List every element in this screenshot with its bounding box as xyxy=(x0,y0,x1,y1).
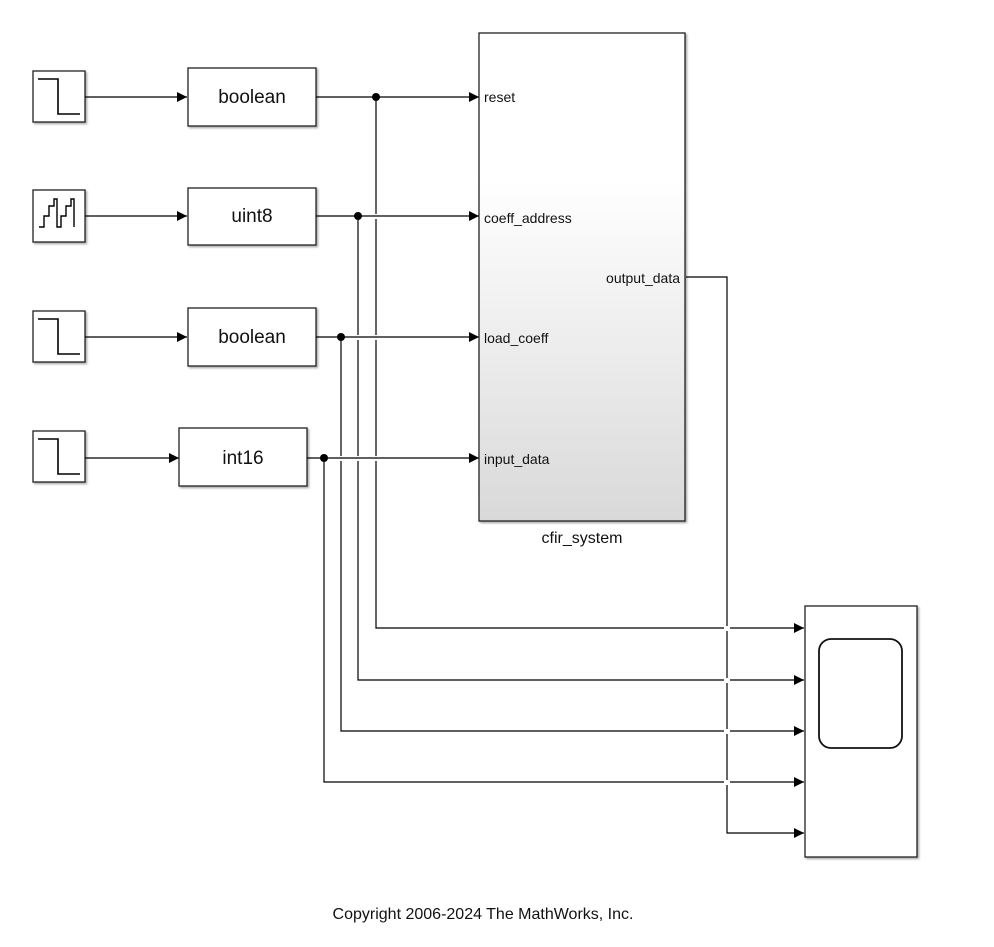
branch-input-data-to-scope[interactable] xyxy=(323,458,804,787)
output-port-output-data: output_data xyxy=(606,270,680,286)
convert-block-int16[interactable]: int16 xyxy=(178,427,308,487)
input-port-input-data: input_data xyxy=(484,451,550,467)
subsystem-cfir-system[interactable]: reset coeff_address load_coeff input_dat… xyxy=(478,32,686,522)
scope-icon xyxy=(818,638,903,749)
scope-block[interactable] xyxy=(804,605,918,858)
branch-load-coeff-to-scope[interactable] xyxy=(340,337,804,736)
input-port-load-coeff: load_coeff xyxy=(484,330,548,346)
convert-label: boolean xyxy=(218,327,286,348)
copyright-annotation: Copyright 2006-2024 The MathWorks, Inc. xyxy=(333,906,634,923)
subsystem-name: cfir_system xyxy=(542,530,623,547)
branch-point xyxy=(372,93,380,101)
wire-output-data-to-scope[interactable] xyxy=(686,276,804,838)
convert-block-boolean-2[interactable]: boolean xyxy=(187,307,317,367)
branch-point xyxy=(337,333,345,341)
step-icon xyxy=(38,438,80,475)
counter-staircase-icon xyxy=(39,198,75,228)
step-icon xyxy=(38,318,80,355)
source-block-1[interactable] xyxy=(32,70,86,123)
branch-coeff-address-to-scope[interactable] xyxy=(357,216,804,685)
source-block-3[interactable] xyxy=(32,310,86,363)
convert-label: int16 xyxy=(222,448,263,469)
input-port-coeff-address: coeff_address xyxy=(484,210,572,226)
source-block-2[interactable] xyxy=(32,189,86,243)
source-block-4[interactable] xyxy=(32,430,86,483)
convert-block-boolean-1[interactable]: boolean xyxy=(187,67,317,127)
branch-reset-to-scope[interactable] xyxy=(375,97,804,633)
convert-label: uint8 xyxy=(231,206,272,227)
convert-block-uint8[interactable]: uint8 xyxy=(187,187,317,246)
convert-label: boolean xyxy=(218,87,286,108)
branch-point xyxy=(354,212,362,220)
input-port-reset: reset xyxy=(484,89,515,105)
branch-point xyxy=(320,454,328,462)
step-icon xyxy=(38,78,80,115)
